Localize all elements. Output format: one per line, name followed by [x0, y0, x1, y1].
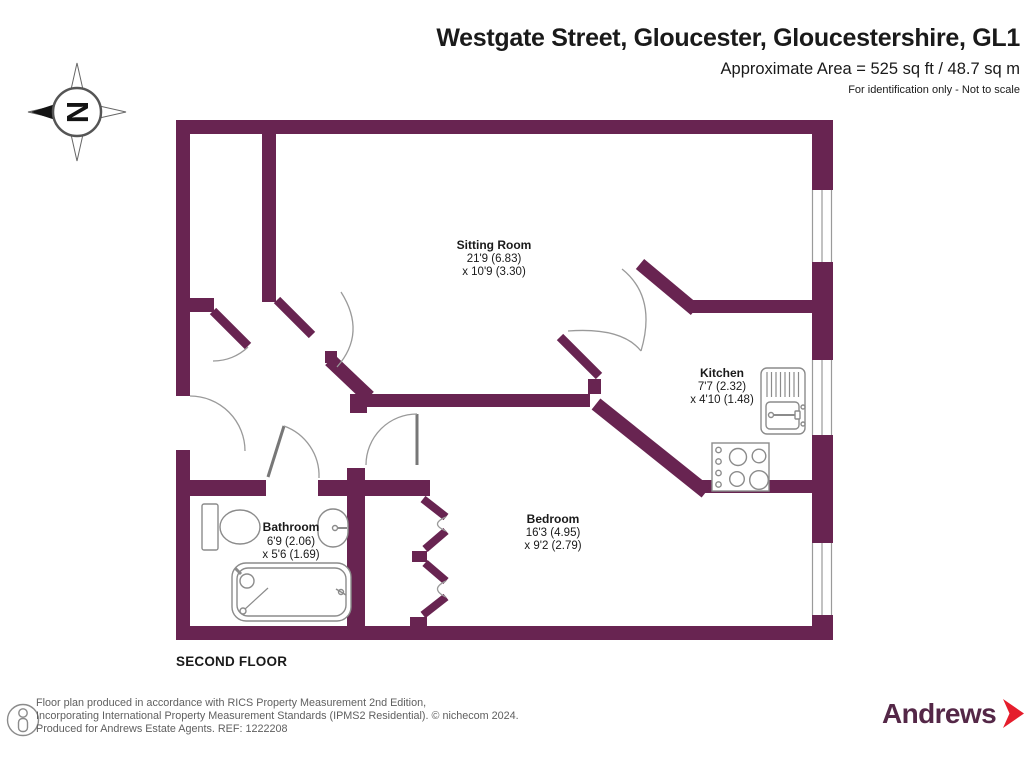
toilet [201, 503, 261, 551]
room-label-bedroom: Bedroom 16'3 (4.95) x 9'2 (2.79) [524, 512, 581, 552]
door-leaves [209, 296, 603, 619]
room-label-bathroom: Bathroom 6'9 (2.06) x 5'6 (1.69) [262, 520, 319, 561]
window-bedroom [811, 543, 833, 615]
hob [711, 442, 770, 492]
wash-basin [317, 508, 349, 548]
footer-line-3: Produced for Andrews Estate Agents. REF:… [36, 723, 288, 735]
thin-door-leaves [266, 414, 419, 478]
diagonal-walls [325, 259, 711, 498]
svg-text:Sitting Room: Sitting Room [457, 238, 532, 252]
compass-letter: N [60, 101, 95, 123]
svg-text:Bedroom: Bedroom [527, 512, 580, 526]
windows [811, 190, 833, 615]
page-title: Westgate Street, Gloucester, Gloucesters… [436, 24, 1020, 52]
svg-text:Bathroom: Bathroom [263, 520, 320, 534]
disclaimer-note: For identification only - Not to scale [848, 84, 1020, 96]
footer-text: Floor plan produced in accordance with R… [36, 697, 519, 736]
kitchen-fixtures [711, 367, 806, 492]
footer-line-2: Incorporating International Property Mea… [36, 710, 519, 722]
svg-text:7'7 (2.32): 7'7 (2.32) [698, 381, 746, 393]
room-labels: Sitting Room 21'9 (6.83) x 10'9 (3.30) K… [262, 238, 754, 561]
compass-icon: N [27, 62, 127, 162]
svg-text:21'9 (6.83): 21'9 (6.83) [467, 253, 522, 265]
floor-label: SECOND FLOOR [176, 654, 288, 669]
kitchen-door-arc-1 [621, 268, 647, 352]
svg-text:Kitchen: Kitchen [700, 366, 744, 380]
entrance-door-arc [189, 395, 246, 452]
room-label-kitchen: Kitchen 7'7 (2.32) x 4'10 (1.48) [690, 366, 754, 406]
bath [231, 562, 352, 622]
svg-text:x 10'9 (3.30): x 10'9 (3.30) [462, 266, 526, 278]
svg-text:16'3 (4.95): 16'3 (4.95) [526, 527, 581, 539]
svg-text:6'9 (2.06): 6'9 (2.06) [267, 536, 315, 548]
window-kitchen [811, 360, 833, 435]
walls [176, 120, 833, 640]
andrews-chevron-icon [1003, 699, 1024, 728]
person-in-circle-icon [6, 703, 40, 737]
svg-text:x 4'10 (1.48): x 4'10 (1.48) [690, 394, 754, 406]
andrews-logo: Andrews [882, 698, 1024, 730]
approximate-area: Approximate Area = 525 sq ft / 48.7 sq m [720, 60, 1020, 78]
svg-text:x 9'2 (2.79): x 9'2 (2.79) [524, 540, 581, 552]
header: Westgate Street, Gloucester, Gloucesters… [436, 24, 1020, 96]
andrews-logo-text: Andrews [882, 698, 997, 729]
sink-drainer-unit [760, 367, 806, 435]
room-label-sitting-room: Sitting Room 21'9 (6.83) x 10'9 (3.30) [457, 238, 532, 278]
kitchen-door-arc-2 [567, 329, 642, 352]
footer-line-1: Floor plan produced in accordance with R… [36, 697, 427, 709]
bathroom-door-arc [283, 425, 320, 479]
bathroom-fixtures [201, 503, 352, 622]
svg-text:x 5'6 (1.69): x 5'6 (1.69) [262, 549, 319, 561]
bedroom-door-arc [365, 413, 418, 466]
window-sitting-room [811, 190, 833, 262]
door-arcs [189, 268, 647, 598]
